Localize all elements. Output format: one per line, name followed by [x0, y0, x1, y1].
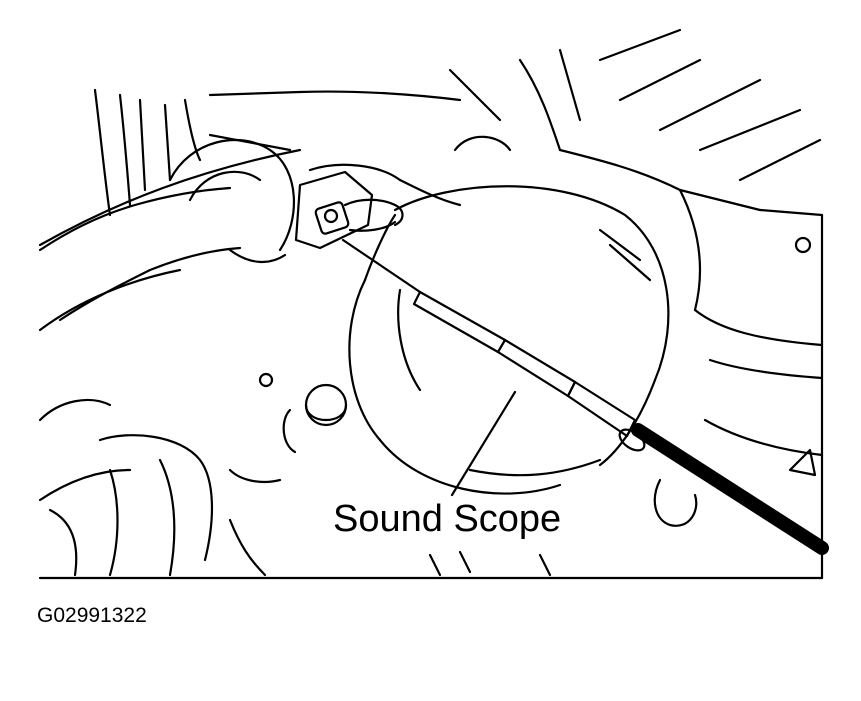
sensor-connector: [294, 170, 404, 250]
lower-hose: [38, 398, 824, 580]
bolt-bosses: [228, 372, 552, 577]
figure-code: G02991322: [37, 604, 147, 627]
upper-hose: [38, 133, 295, 322]
sound-scope-probe: [341, 238, 646, 452]
engine-background-lines: [38, 28, 824, 580]
sound-scope-label: Sound Scope: [333, 498, 562, 540]
scope-cable: [631, 423, 829, 555]
callout-leader-line: [450, 390, 517, 497]
round-housing: [348, 185, 670, 495]
